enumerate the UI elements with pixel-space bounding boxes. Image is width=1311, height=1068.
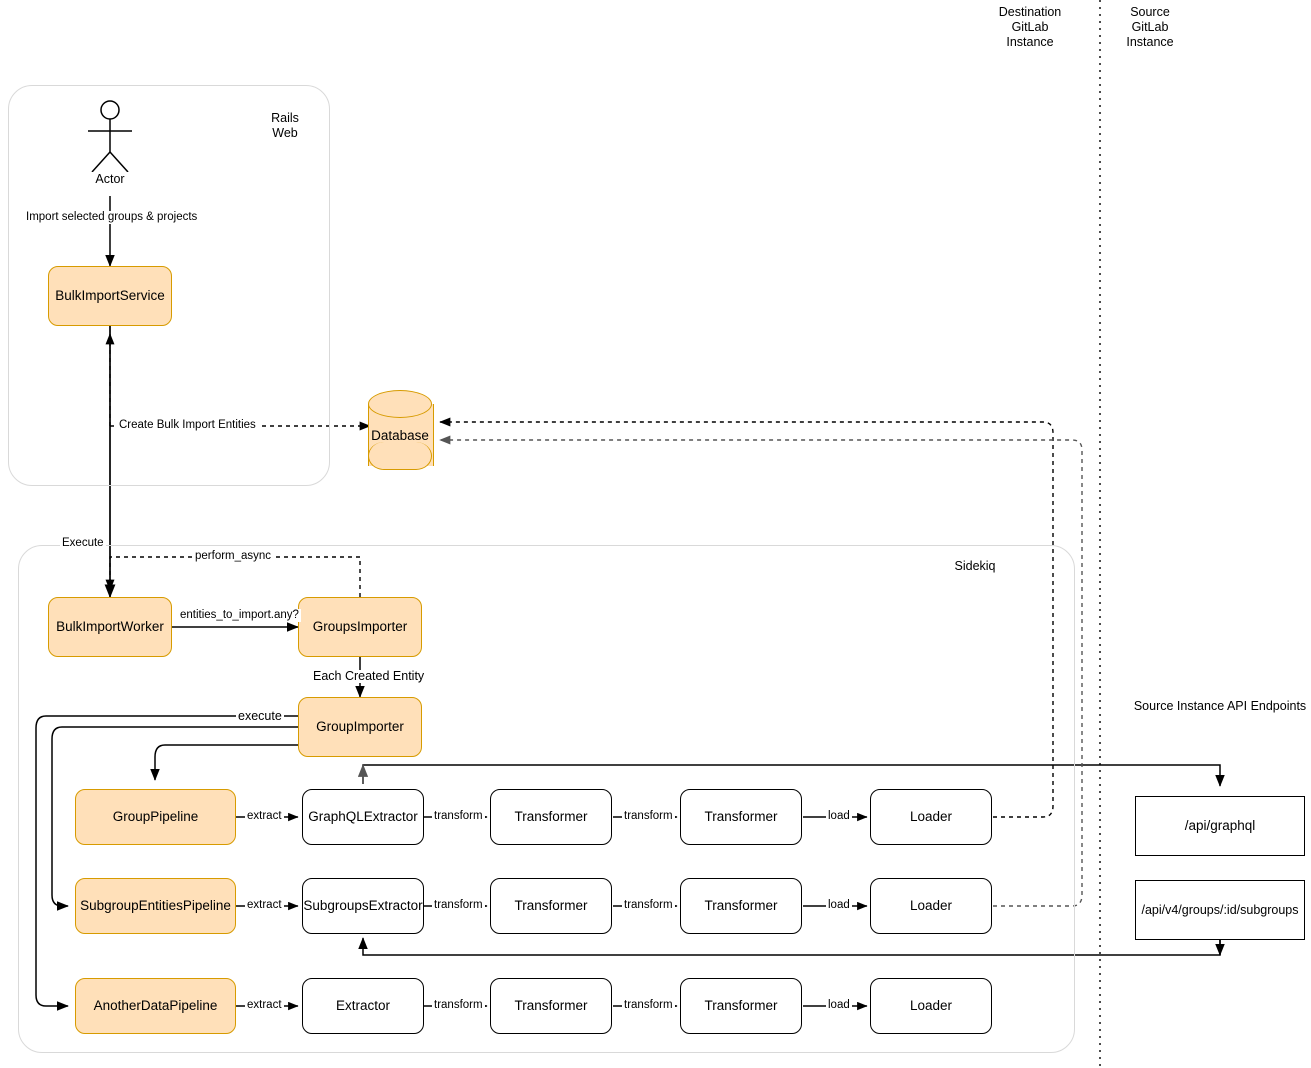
edge-label-create-entities: Create Bulk Import Entities [117,419,258,432]
node-subgroup-entities-pipeline[interactable]: SubgroupEntitiesPipeline [75,878,236,934]
node-group-importer[interactable]: GroupImporter [298,697,422,757]
node-loader-row-subgroup[interactable]: Loader [870,878,992,934]
edge-label-load-row-subgroup: load [826,899,852,912]
node-subgroups-extractor[interactable]: SubgroupsExtractor [302,878,424,934]
node-transformer-1-row-another[interactable]: Transformer [490,978,612,1034]
node-database[interactable]: Database [368,390,434,470]
edge-label-extract-row-subgroup: extract [245,899,284,912]
edge-label-load-row-another: load [826,999,852,1012]
edge-label-transform-1-row-another: transform [432,999,485,1012]
edge-label-execute-pipeline: execute [236,709,284,723]
sidekiq-label: Sidekiq [954,559,996,573]
edge-label-transform-2-row-subgroup: transform [622,899,675,912]
node-loader-row-group[interactable]: Loader [870,789,992,845]
edge-label-execute-worker: Execute [60,537,106,550]
rails-web-container [8,85,330,486]
edge-label-each-created-entity: Each Created Entity [311,669,427,683]
actor: Actor [75,100,145,190]
node-api-subgroups[interactable]: /api/v4/groups/:id/subgroups [1135,880,1305,940]
sidekiq-container [18,545,1075,1053]
edge-label-extract-row-another: extract [245,999,284,1012]
edge-label-entities-to-import: entities_to_import.any? [178,609,301,622]
source-instance-label: Source GitLab Instance [1126,5,1174,49]
edge-label-transform-1-row-group: transform [432,810,485,823]
node-transformer-2-row-subgroup[interactable]: Transformer [680,878,802,934]
node-loader-row-another[interactable]: Loader [870,978,992,1034]
node-group-pipeline[interactable]: GroupPipeline [75,789,236,845]
node-extractor-row-another[interactable]: Extractor [302,978,424,1034]
edge-label-transform-2-row-another: transform [622,999,675,1012]
node-api-graphql[interactable]: /api/graphql [1135,796,1305,856]
node-transformer-1-row-group[interactable]: Transformer [490,789,612,845]
node-bulk-import-service[interactable]: BulkImportService [48,266,172,326]
database-label: Database [371,428,429,443]
edge-label-import-selected: Import selected groups & projects [24,211,200,224]
node-another-data-pipeline[interactable]: AnotherDataPipeline [75,978,236,1034]
node-transformer-2-row-group[interactable]: Transformer [680,789,802,845]
edge-label-transform-2-row-group: transform [622,810,675,823]
destination-instance-label: Destination GitLab Instance [998,5,1062,49]
database-bottom [368,442,432,470]
edge-label-load-row-group: load [826,810,852,823]
edge-label-perform-async: perform_async [193,550,274,563]
database-top [368,390,432,418]
node-bulk-import-worker[interactable]: BulkImportWorker [48,597,172,657]
edge-label-extract-row-group: extract [245,810,284,823]
node-graphql-extractor[interactable]: GraphQLExtractor [302,789,424,845]
source-api-heading: Source Instance API Endpoints [1133,699,1307,713]
node-transformer-1-row-subgroup[interactable]: Transformer [490,878,612,934]
actor-icon [88,100,132,173]
node-transformer-2-row-another[interactable]: Transformer [680,978,802,1034]
rails-web-label: Rails Web [271,111,299,140]
actor-label: Actor [95,172,125,186]
node-groups-importer[interactable]: GroupsImporter [298,597,422,657]
edge-label-transform-1-row-subgroup: transform [432,899,485,912]
